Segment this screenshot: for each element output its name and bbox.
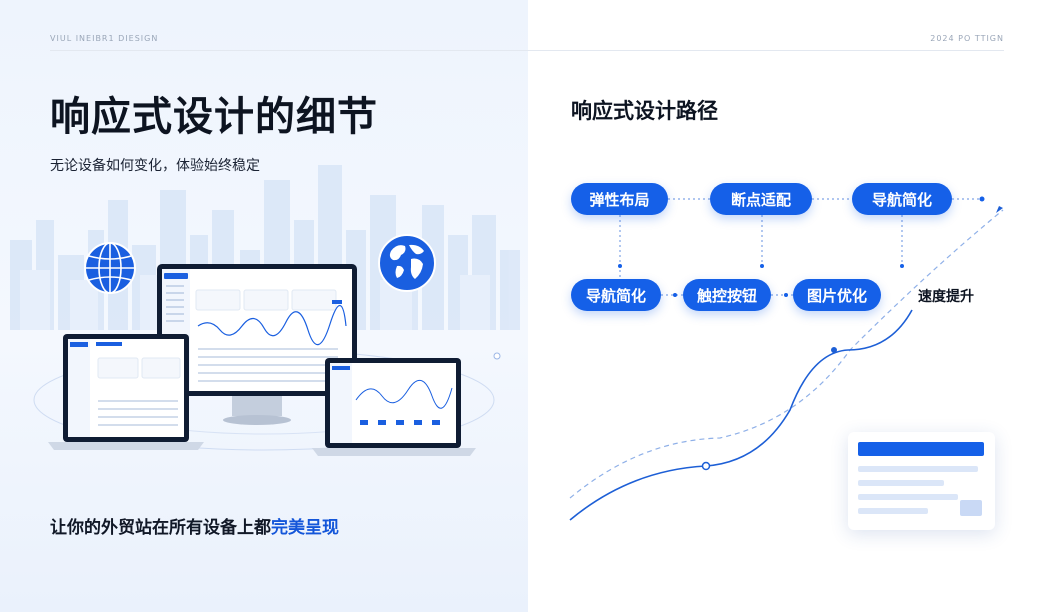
- speed-label: 速度提升: [918, 289, 974, 305]
- globe-icon: [378, 234, 436, 292]
- left-panel: VIUL INEIBR1 DIESIGN 响应式设计的细节 无论设备如何变化，体…: [0, 0, 528, 612]
- small-laptop: [312, 358, 476, 456]
- card-line: [858, 480, 944, 486]
- step-nav-simplify: 导航简化: [852, 183, 952, 215]
- step-elastic-layout: 弹性布局: [571, 183, 668, 215]
- path-title: 响应式设计路径: [571, 99, 718, 123]
- step-image-optimize: 图片优化: [793, 279, 881, 311]
- tagline-highlight: 完美呈现: [271, 518, 339, 538]
- header-divider: [50, 50, 1004, 51]
- mini-page-card: [848, 432, 995, 530]
- card-header-bar: [858, 442, 984, 456]
- step-touch-buttons: 触控按钮: [683, 279, 771, 311]
- step-breakpoint: 断点适配: [710, 183, 812, 215]
- step-nav-simplify-2: 导航简化: [571, 279, 661, 311]
- card-line: [858, 508, 928, 514]
- edition-label: 2024 PO TTIGN: [930, 34, 1004, 43]
- city-skyline-background: [10, 165, 520, 330]
- card-line: [858, 466, 978, 472]
- page-title: 响应式设计的细节: [50, 94, 378, 140]
- globe-icon: [84, 242, 136, 294]
- path-diagram: [569, 196, 1004, 521]
- bottom-tagline: 让你的外贸站在所有设备上都完美呈现: [50, 513, 339, 538]
- brand-label: VIUL INEIBR1 DIESIGN: [50, 34, 159, 43]
- tagline-text: 让你的外贸站在所有设备上都: [50, 518, 271, 538]
- page-subtitle: 无论设备如何变化，体验始终稳定: [50, 158, 260, 174]
- laptop: [48, 334, 204, 450]
- desktop-monitor: [157, 264, 357, 425]
- card-line: [858, 494, 958, 500]
- card-thumbnail: [960, 500, 982, 516]
- devices-illustration: [48, 264, 476, 456]
